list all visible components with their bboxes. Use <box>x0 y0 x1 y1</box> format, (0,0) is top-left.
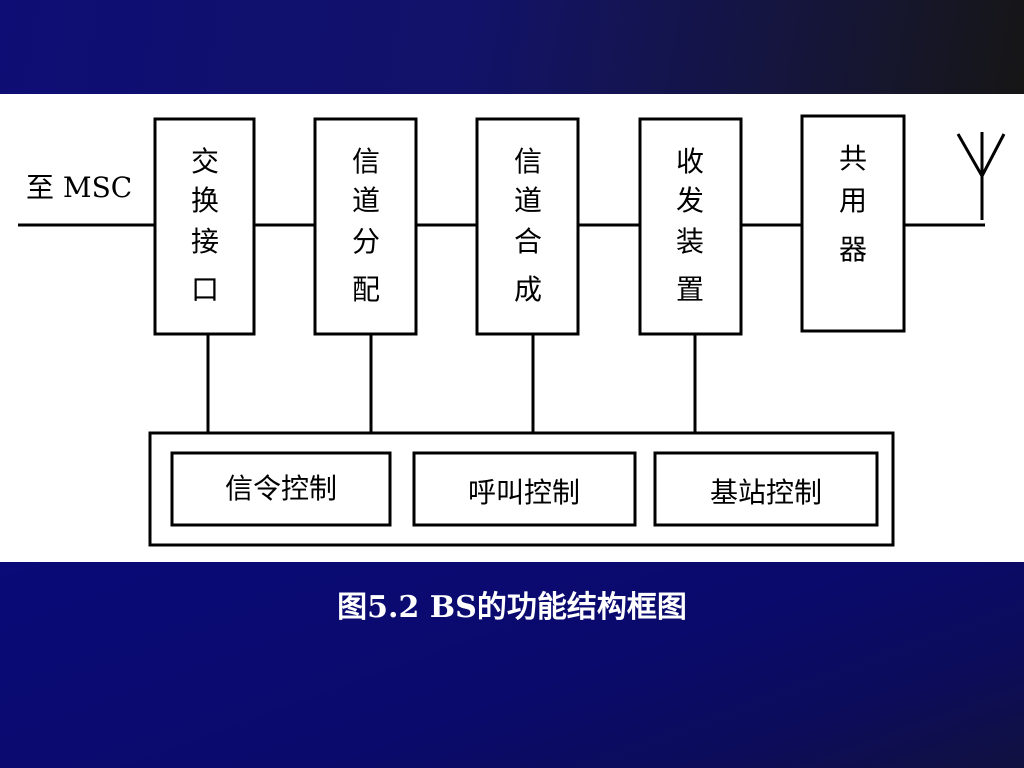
block-switch-interface <box>153 117 256 336</box>
block-char: 道 <box>352 184 380 217</box>
block-char: 信 <box>514 145 542 178</box>
block-char: 发 <box>676 184 704 217</box>
control-frame <box>148 431 895 547</box>
bs-function-diagram: 至 MSC 交 换 接 口 信 道 分 配 信 道 合 成 收 发 装 置 <box>18 114 1006 547</box>
block-char: 成 <box>514 273 542 306</box>
block-channel-allocation <box>313 117 418 336</box>
control-label-call: 呼叫控制 <box>468 476 580 509</box>
block-char: 换 <box>191 184 219 217</box>
input-label: 至 MSC <box>26 171 132 204</box>
control-block-base-station <box>653 451 879 527</box>
block-transceiver-label: 收 发 装 置 <box>676 145 704 306</box>
block-switch-interface-label: 交 换 接 口 <box>191 145 219 306</box>
block-char: 信 <box>352 145 380 178</box>
block-char: 共 <box>839 142 867 175</box>
block-char: 分 <box>352 225 380 258</box>
control-label-base-station: 基站控制 <box>710 476 822 509</box>
block-duplexer-label: 共 用 器 <box>839 142 867 266</box>
block-char: 交 <box>191 145 219 178</box>
block-channel-combining-label: 信 道 合 成 <box>514 145 542 306</box>
control-block-call <box>412 451 637 527</box>
block-channel-allocation-label: 信 道 分 配 <box>352 145 380 306</box>
block-duplexer <box>800 114 906 333</box>
header-band <box>0 0 1024 94</box>
diagram-panel: 至 MSC 交 换 接 口 信 道 分 配 信 道 合 成 收 发 装 置 <box>0 94 1024 562</box>
block-char: 配 <box>352 273 380 306</box>
block-char: 装 <box>676 225 704 258</box>
block-char: 器 <box>839 233 867 266</box>
control-label-signaling: 信令控制 <box>225 472 337 505</box>
figure-caption: 图5.2 BS的功能结构框图 <box>337 590 687 625</box>
block-char: 合 <box>514 225 542 258</box>
block-char: 用 <box>839 184 867 217</box>
block-char: 接 <box>191 225 219 258</box>
block-channel-combining <box>475 117 580 336</box>
block-char: 收 <box>676 145 704 178</box>
antenna-icon <box>956 132 1006 220</box>
block-transceiver <box>638 117 743 336</box>
block-char: 口 <box>191 273 219 306</box>
block-char: 置 <box>676 273 704 306</box>
block-char: 道 <box>514 184 542 217</box>
footer-band <box>0 562 1024 768</box>
control-block-signaling <box>170 451 392 527</box>
